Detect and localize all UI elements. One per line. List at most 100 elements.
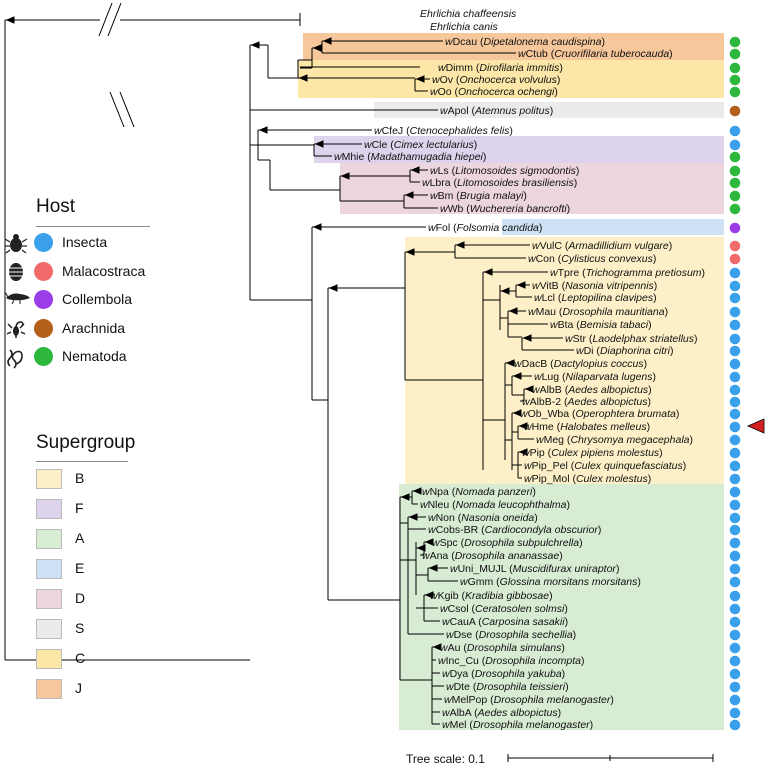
host-dot [729, 576, 741, 588]
supergroup-legend-label: J [75, 680, 82, 696]
taxon-species: Drosophila subpulchrella [464, 537, 579, 549]
node-marker [518, 422, 528, 430]
taxon-label: wCsol (Ceratosolen solmsi) [440, 603, 568, 615]
taxon-code: Oo ( [438, 86, 459, 98]
supergroup-legend-label: A [75, 530, 85, 546]
host-legend-label: Malacostraca [62, 262, 146, 279]
taxon-code: Apol ( [448, 105, 476, 117]
isopod-icon [4, 261, 32, 283]
taxon-species: Nomada leucophthalma [456, 499, 567, 511]
taxon-label: wOv (Onchocerca volvulus) [432, 74, 560, 86]
host-dot [729, 345, 741, 357]
host-legend-title: Host [36, 196, 76, 217]
supergroup-band-C [298, 60, 724, 98]
taxon-code-prefix: w [428, 524, 437, 536]
taxon-code: Meg ( [544, 434, 571, 446]
taxon-code: Bm ( [438, 190, 461, 202]
host-dot [729, 524, 741, 536]
host-dot [729, 408, 741, 420]
taxon-code-prefix: w [432, 537, 441, 549]
taxon-code-prefix: w [430, 86, 439, 98]
taxon-species: Ceratosolen solmsi [475, 603, 565, 615]
taxon-code-prefix: w [534, 292, 543, 304]
node-marker [410, 166, 420, 174]
node-marker [404, 191, 414, 199]
node-marker [483, 268, 493, 276]
taxon-label: wCle (Cimex lectularius) [364, 139, 477, 151]
taxon-label: wCobs-BR (Cardiocondyla obscurior) [428, 524, 601, 536]
taxon-code: Uni_MUJL ( [458, 563, 514, 575]
host-dot [729, 62, 741, 74]
taxon-code-prefix: w [534, 371, 543, 383]
host-legend-item: Arachnida [0, 318, 160, 340]
host-dot [729, 190, 741, 202]
taxon-code-prefix: w [550, 267, 559, 279]
taxon-label: wCtub (Cruorifilaria tuberocauda) [518, 48, 673, 60]
host-dot [729, 358, 741, 370]
host-legend-label: Arachnida [62, 319, 126, 336]
node-marker [500, 287, 510, 295]
taxon-code: Ls ( [438, 165, 456, 177]
supergroup-color-swatch [36, 469, 62, 489]
supergroup-color-swatch [36, 529, 62, 549]
taxon-code-prefix: w [420, 499, 429, 511]
taxon-label: wUni_MUJL (Muscidifurax uniraptor) [450, 563, 619, 575]
taxon-code: CfeJ ( [382, 125, 411, 137]
host-dot [729, 319, 741, 331]
host-legend-item: Insecta [0, 232, 160, 254]
host-color-swatch [34, 290, 53, 309]
host-dot [729, 125, 741, 137]
host-dot [729, 333, 741, 345]
supergroup-band-A [399, 484, 724, 730]
host-dot [729, 668, 741, 680]
taxon-code: Bta ( [558, 319, 581, 331]
taxon-species: Bemisia tabaci [580, 319, 649, 331]
branch-break-mark [98, 2, 122, 37]
scorpion-icon [4, 318, 32, 340]
node-marker [432, 643, 442, 651]
taxon-species: Nomada panzeri [455, 486, 533, 498]
taxon-code: Gmm ( [468, 576, 501, 588]
taxon-label: wCon (Cylisticus convexus) [528, 253, 656, 265]
host-dot [729, 603, 741, 615]
taxon-species: Drosophila simulans [467, 642, 562, 654]
taxon-label: wLbra (Litomosoides brasiliensis) [422, 177, 577, 189]
supergroup-legend-item: J [36, 679, 156, 701]
node-marker [505, 359, 515, 367]
taxon-code-prefix: w [528, 306, 537, 318]
taxon-label: wDi (Diaphorina citri) [576, 345, 673, 357]
taxon-code-prefix: w [440, 203, 449, 215]
supergroup-color-swatch [36, 499, 62, 519]
taxon-label: wNleu (Nomada leucophthalma) [420, 499, 570, 511]
taxon-label: wAu (Drosophila simulans) [440, 642, 565, 654]
taxon-label: wOb_Wba (Operophtera brumata) [520, 408, 679, 420]
taxon-code-prefix: w [442, 719, 451, 731]
taxon-code: Dte ( [454, 681, 477, 693]
taxon-label: wWb (Wuchereria bancrofti) [440, 203, 570, 215]
taxon-code: AlbA ( [450, 707, 479, 719]
taxon-label: wCauA (Carposina sasakii) [442, 616, 568, 628]
taxon-species: Drosophila incompta [485, 655, 581, 667]
taxon-code-prefix: w [442, 668, 451, 680]
host-dot [729, 267, 741, 279]
tree-scale-bar [507, 754, 714, 762]
taxon-species: Cimex lectularius [394, 139, 475, 151]
node-marker [516, 281, 526, 289]
supergroup-legend-item: A [36, 529, 156, 551]
node-marker [314, 140, 324, 148]
taxon-species: Trichogramma pretiosum [586, 267, 702, 279]
taxon-label: wVulC (Armadillidium vulgare) [532, 240, 672, 252]
host-dot [729, 447, 741, 459]
host-dot [729, 681, 741, 693]
taxon-code-prefix: w [442, 616, 451, 628]
taxon-species: Aedes albopictus [477, 707, 559, 719]
taxon-label: Ehrlichia chaffeensis [420, 8, 517, 20]
taxon-species: Drosophila yakuba [475, 668, 562, 680]
taxon-label: wDse (Drosophila sechellia) [446, 629, 576, 641]
host-dot [729, 499, 741, 511]
taxon-code: Nleu ( [428, 499, 457, 511]
supergroup-legend-item: D [36, 589, 156, 611]
taxon-species: Brugia malayi [460, 190, 524, 202]
